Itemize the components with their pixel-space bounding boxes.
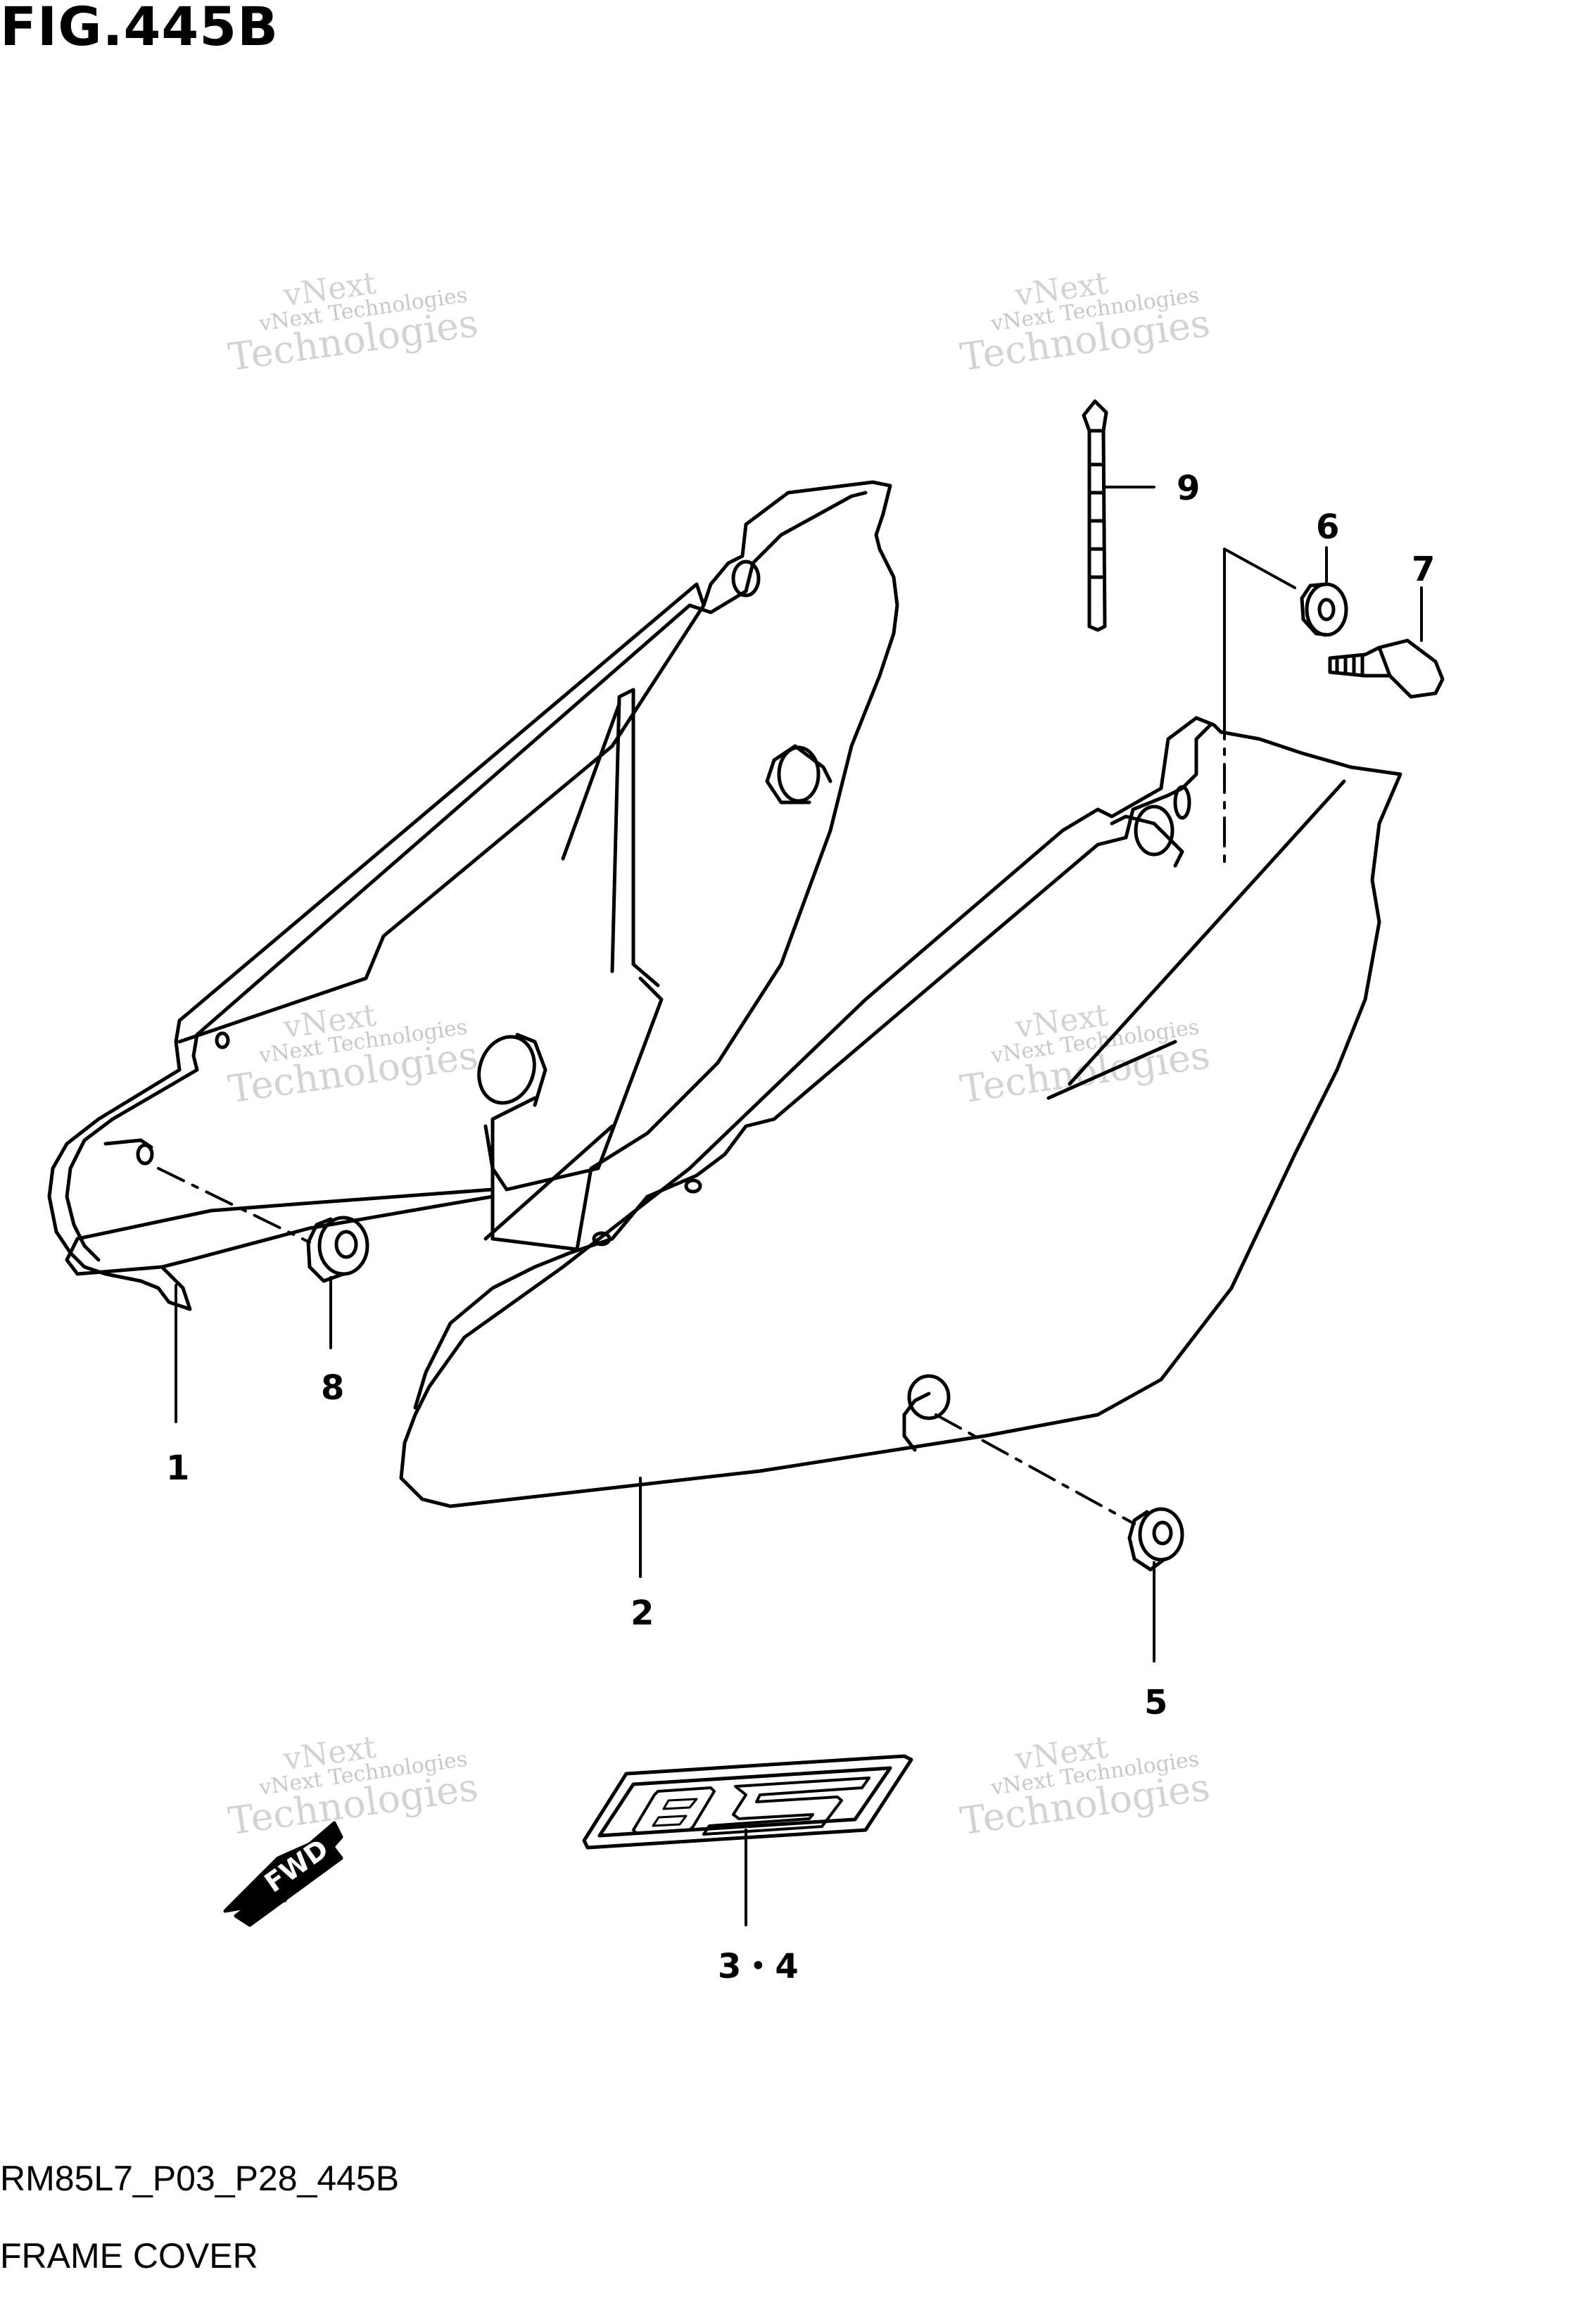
- part-6-cushion: [1300, 582, 1348, 637]
- callout-3-4: 3・4: [718, 1947, 799, 1986]
- figure-name: FRAME COVER: [0, 2236, 258, 2276]
- part-9-tie-strap: [1082, 399, 1108, 632]
- watermarks: vNext Technologies vNext Technologies vN…: [225, 265, 1212, 1844]
- watermark-top-left: vNext Technologies vNext Technologies: [225, 265, 481, 380]
- watermark-bottom-right: vNext Technologies vNext Technologies: [957, 1729, 1212, 1844]
- leader-lines: [175, 486, 1423, 1926]
- callout-7: 7: [1412, 550, 1435, 589]
- watermark-top-right: vNext Technologies vNext Technologies: [957, 265, 1212, 380]
- watermark-mid-left: vNext Technologies vNext Technologies: [225, 997, 481, 1112]
- callout-9: 9: [1177, 469, 1200, 508]
- fwd-arrow: [223, 1821, 343, 1927]
- part-1-frame-cover-left: [47, 480, 899, 1311]
- watermark-mid-right: vNext Technologies vNext Technologies: [957, 997, 1212, 1112]
- figure-title: FIG.445B: [0, 0, 279, 58]
- part-2-frame-cover-right: [399, 716, 1402, 1508]
- callout-5: 5: [1144, 1683, 1167, 1722]
- decal-number-label: 85: [746, 1815, 748, 1817]
- callout-8: 8: [321, 1368, 344, 1408]
- part-5-grommet: [1127, 1507, 1184, 1572]
- part-7-bolt: [1328, 638, 1445, 699]
- part-3-4-number-decal: [582, 1754, 913, 1850]
- callout-1: 1: [166, 1449, 189, 1488]
- figure-code: RM85L7_P03_P28_445B: [0, 2159, 400, 2198]
- part-8-grommet: [306, 1216, 369, 1283]
- callout-numbers: 1 2 3・4 5 6 7 8 9: [166, 469, 1435, 1986]
- callout-6: 6: [1316, 507, 1339, 547]
- assembly-dashed-lines: [157, 709, 1226, 1525]
- callout-2: 2: [631, 1594, 654, 1633]
- watermark-bottom-left: vNext Technologies vNext Technologies: [225, 1729, 481, 1844]
